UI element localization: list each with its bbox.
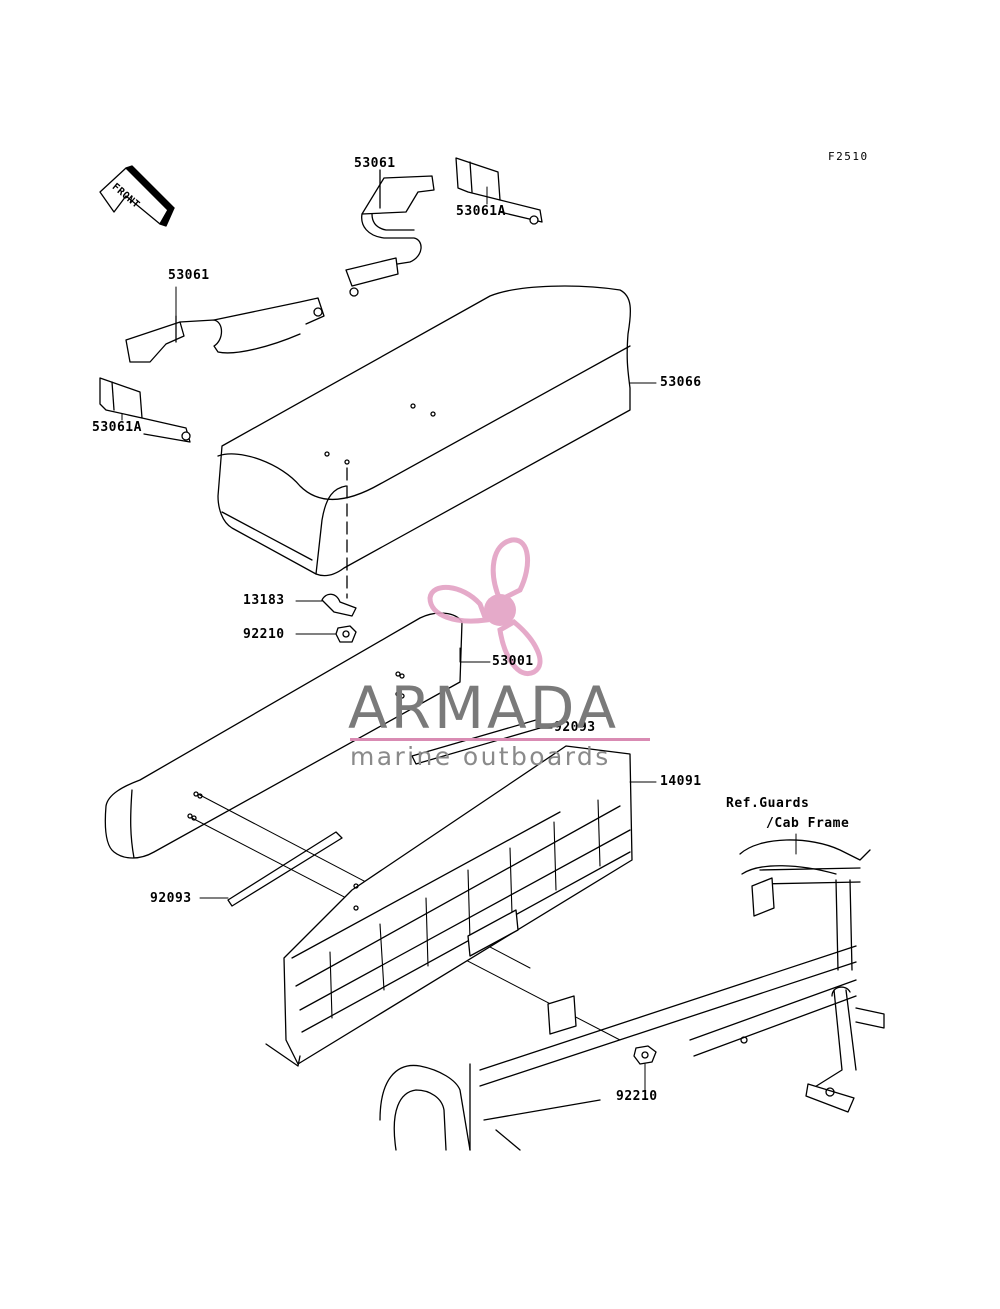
callout-53061a-top: 53061A [456, 204, 506, 219]
backrest-cushion [104, 612, 463, 859]
callout-92210-bottom: 92210 [616, 1089, 658, 1104]
seat-cushion [217, 285, 632, 577]
callout-53061-left: 53061 [168, 268, 210, 283]
reference-guards: Ref.Guards [726, 796, 810, 811]
callout-53061-top: 53061 [354, 156, 396, 171]
foam-strips [227, 719, 541, 907]
callout-53066: 53066 [660, 375, 702, 390]
watermark-subtitle: marine outboards [350, 742, 611, 771]
cab-frame [379, 839, 885, 1151]
seat-bracket-left [99, 377, 191, 443]
seat-bracket-top-right [455, 157, 543, 225]
seat-strap-left [125, 297, 325, 363]
watermark-title: ARMADA [348, 674, 620, 742]
callout-92210-top: 92210 [243, 627, 285, 642]
callout-53001: 53001 [492, 654, 534, 669]
callout-13183: 13183 [243, 593, 285, 608]
reference-cab-frame: /Cab Frame [766, 816, 850, 831]
figure-code: F2510 [828, 150, 869, 163]
callout-92093-bottom: 92093 [150, 891, 192, 906]
backrest-panel [265, 745, 633, 1067]
callout-92093-top: 92093 [554, 720, 596, 735]
seat-strap-top [345, 169, 435, 297]
front-arrow-icon [99, 165, 175, 227]
watermark-rule [350, 738, 650, 741]
clip-and-nut [321, 593, 357, 643]
callout-14091: 14091 [660, 774, 702, 789]
leader-lines [121, 171, 797, 1091]
propeller-logo-icon [427, 537, 543, 677]
callout-53061a-left: 53061A [92, 420, 142, 435]
nut-bottom [633, 1045, 657, 1065]
